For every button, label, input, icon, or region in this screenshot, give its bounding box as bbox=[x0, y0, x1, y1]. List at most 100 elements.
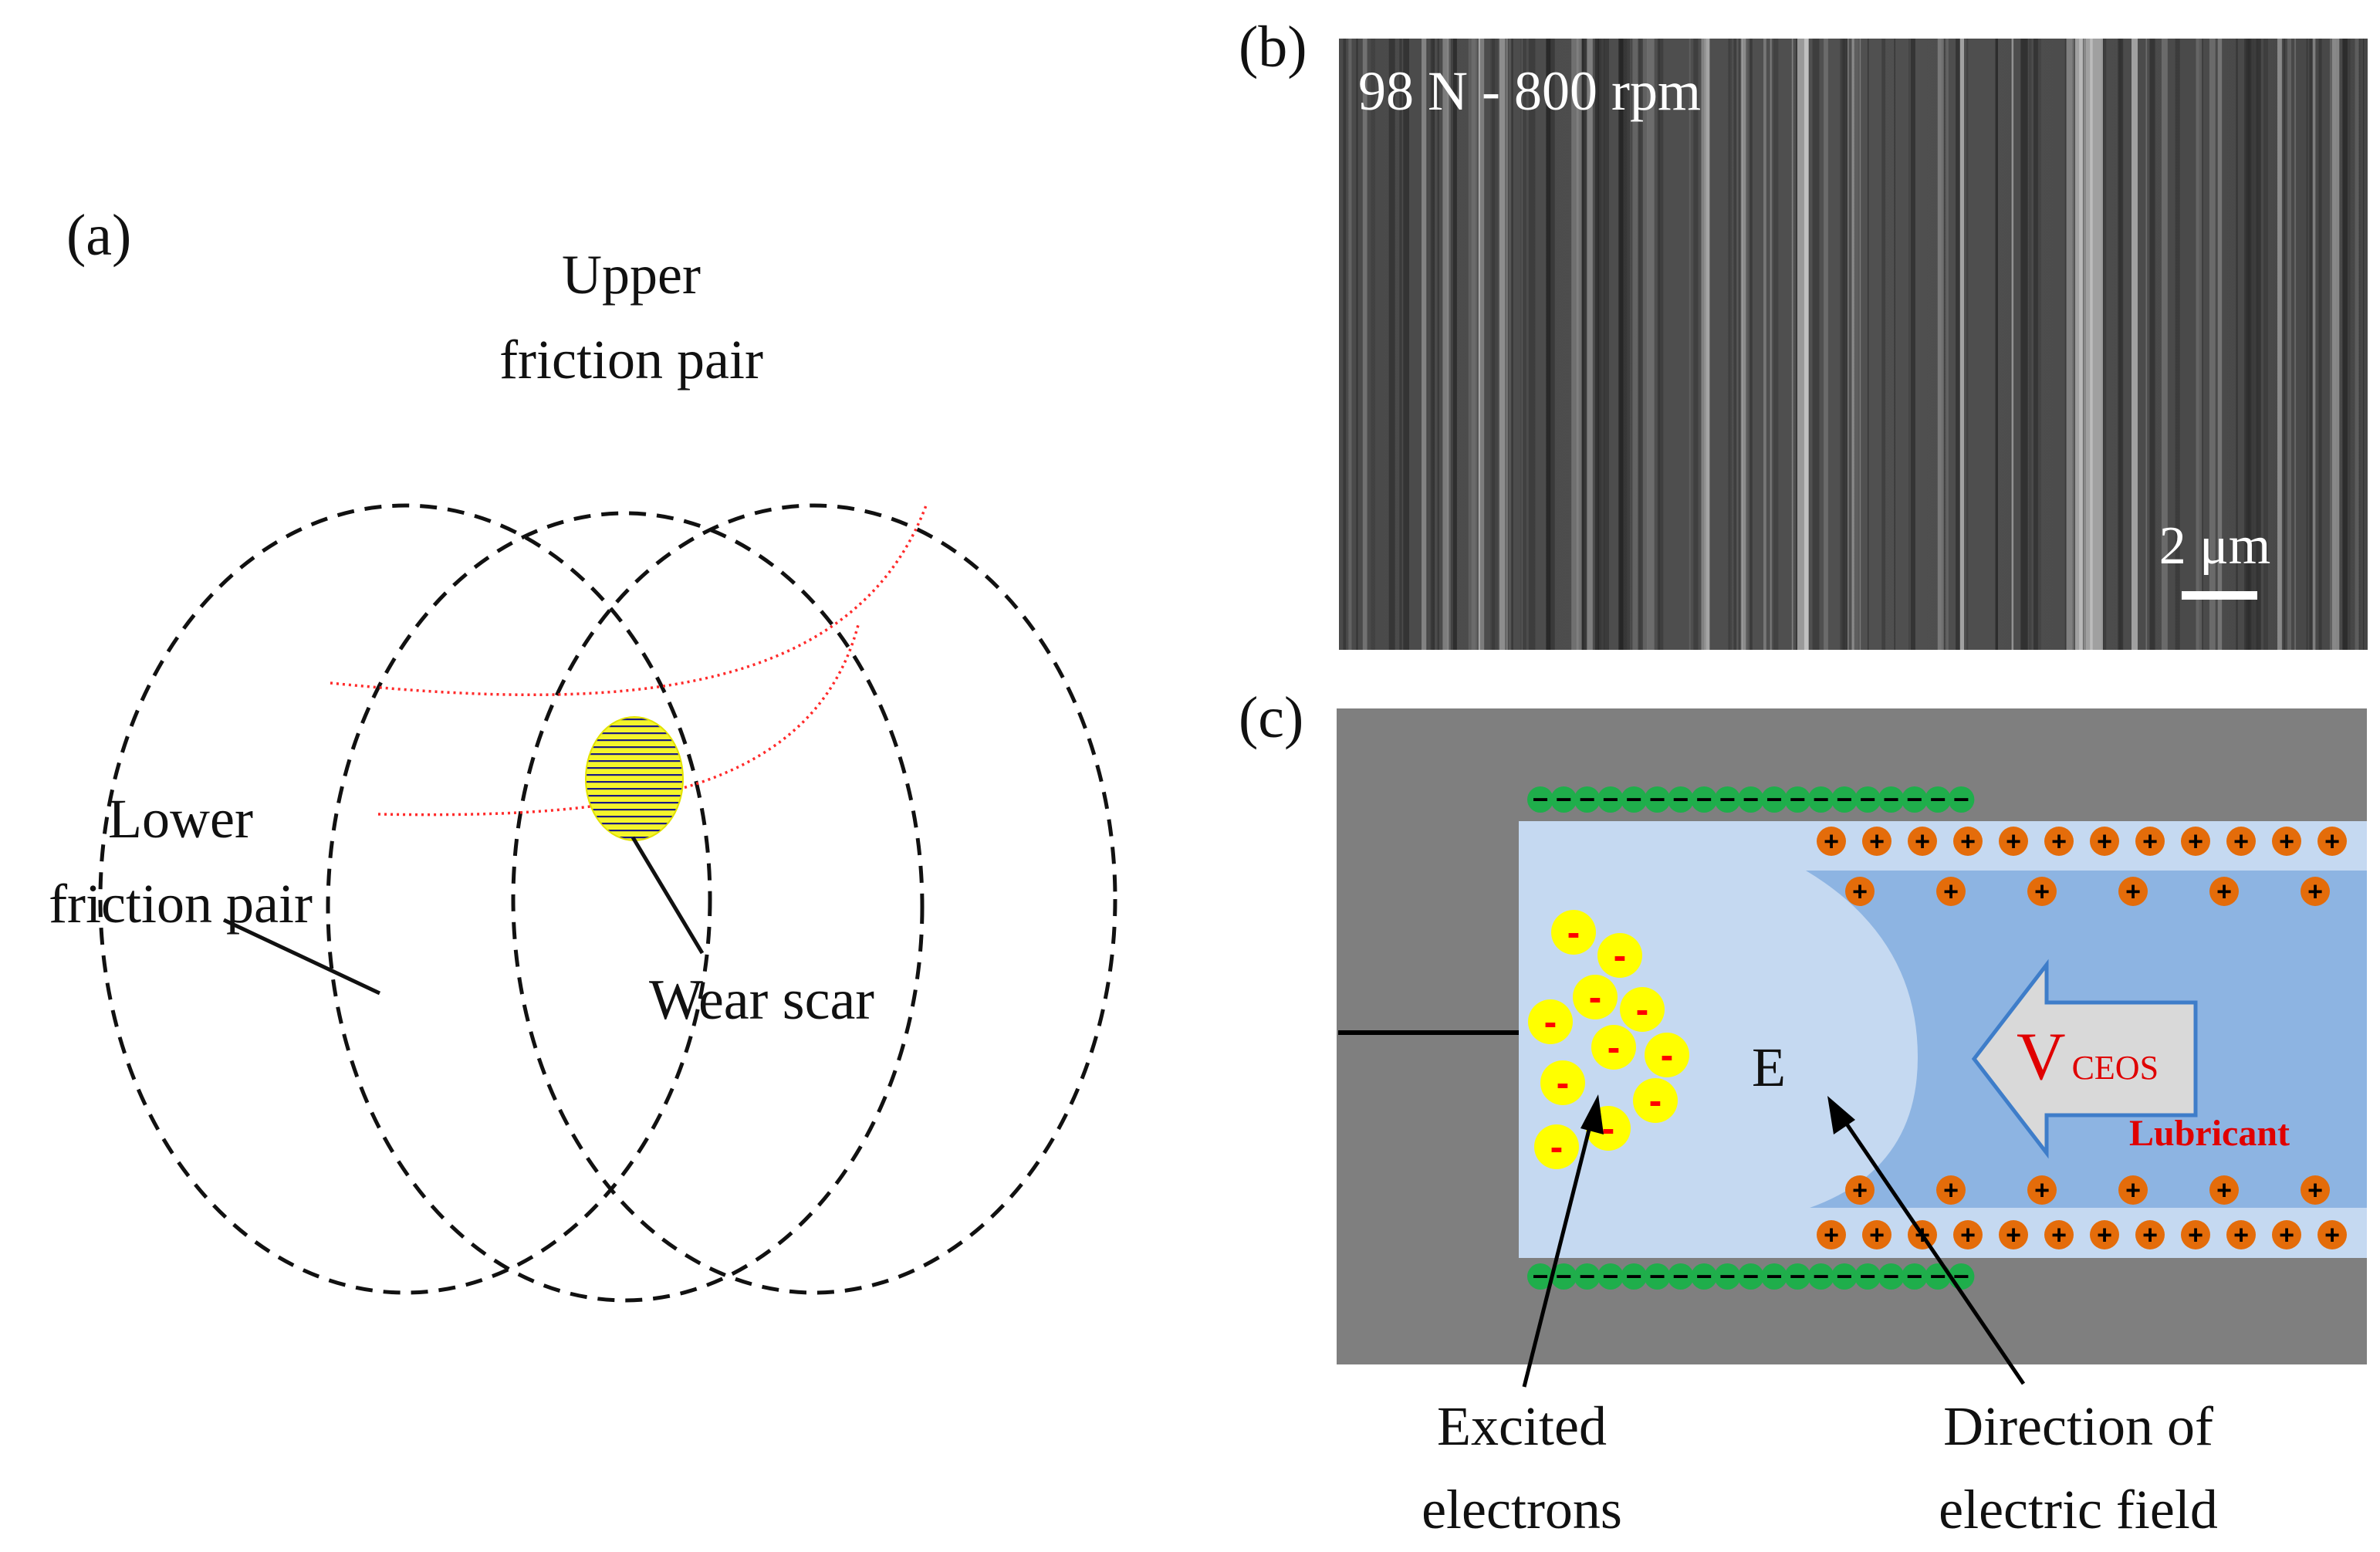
negative-charge: − bbox=[1644, 1260, 1671, 1292]
sem-groove bbox=[2196, 39, 2203, 650]
sem-groove bbox=[2217, 39, 2223, 650]
panel-c-mechanism-diagram: (c) −−−−−−−−−−−−−−−−−−− −−−−−−−−−−−−−−−−… bbox=[1239, 685, 2367, 1540]
negative-charge: − bbox=[1761, 783, 1787, 815]
positive-charge: + bbox=[1936, 1175, 1966, 1205]
excited-electron: - bbox=[1620, 987, 1665, 1032]
sem-groove bbox=[1550, 39, 1555, 650]
positive-charge: + bbox=[2027, 877, 2057, 907]
negative-charge-sign: − bbox=[1556, 783, 1572, 815]
positive-charge-sign: + bbox=[2233, 1221, 2249, 1250]
sem-groove bbox=[2363, 39, 2365, 650]
sem-groove bbox=[1598, 39, 1605, 650]
sem-groove bbox=[1941, 39, 1947, 650]
sem-groove bbox=[2263, 39, 2268, 650]
negative-charge-sign: − bbox=[1860, 783, 1876, 815]
sem-groove bbox=[1546, 39, 1551, 650]
sem-groove bbox=[2145, 39, 2150, 650]
sem-groove bbox=[2147, 39, 2155, 650]
negative-charge-sign: − bbox=[1649, 1260, 1665, 1292]
sem-groove bbox=[2283, 39, 2286, 650]
positive-charge: + bbox=[1817, 1220, 1846, 1250]
negative-charge-sign: − bbox=[1696, 1260, 1712, 1292]
negative-charge: − bbox=[1621, 783, 1648, 815]
sem-groove bbox=[1343, 39, 1347, 650]
sem-bright-groove bbox=[2075, 39, 2083, 650]
positive-charge-sign: + bbox=[2034, 1176, 2050, 1205]
positive-charge: + bbox=[1999, 827, 2028, 857]
negative-charge-sign: − bbox=[1696, 783, 1712, 815]
sem-groove bbox=[1746, 39, 1753, 650]
panel-c-label: (c) bbox=[1239, 685, 1303, 750]
sem-groove bbox=[1521, 39, 1523, 650]
sem-groove bbox=[1587, 39, 1593, 650]
positive-charge-sign: + bbox=[2097, 827, 2112, 857]
negative-charge-sign: − bbox=[1790, 783, 1806, 815]
sem-groove bbox=[1403, 39, 1409, 650]
positive-charge-sign: + bbox=[1824, 1221, 1839, 1250]
excited-electron-sign: - bbox=[1636, 988, 1649, 1031]
negative-charge: − bbox=[1574, 783, 1601, 815]
positive-charge-sign: + bbox=[2034, 877, 2050, 907]
negative-charges-bottom-row: −−−−−−−−−−−−−−−−−−− bbox=[1527, 1260, 1975, 1292]
excited-electron-sign: - bbox=[1557, 1061, 1570, 1104]
sem-groove bbox=[2064, 39, 2066, 650]
negative-charge: − bbox=[1550, 1260, 1577, 1292]
positive-charge-sign: + bbox=[1852, 877, 1868, 907]
sem-groove bbox=[2355, 39, 2359, 650]
positive-charge: + bbox=[2317, 1220, 2347, 1250]
excited-electron: - bbox=[1597, 933, 1642, 978]
upper-friction-pair-label-line2: friction pair bbox=[499, 329, 763, 391]
sem-groove bbox=[2332, 39, 2340, 650]
velocity-main: V bbox=[2017, 1019, 2066, 1094]
negative-charge: − bbox=[1667, 783, 1694, 815]
sem-groove bbox=[2247, 39, 2252, 650]
negative-charge: − bbox=[1644, 783, 1671, 815]
sem-groove bbox=[2199, 39, 2203, 650]
sem-groove bbox=[1471, 39, 1478, 650]
positive-charge: + bbox=[1936, 877, 1966, 907]
sem-groove bbox=[1824, 39, 1828, 650]
sem-groove bbox=[1490, 39, 1498, 650]
sem-groove bbox=[1442, 39, 1449, 650]
sem-bright-groove bbox=[1960, 39, 1964, 650]
sem-groove bbox=[1520, 39, 1526, 650]
negative-charge-sign: − bbox=[1813, 1260, 1829, 1292]
sem-groove bbox=[1995, 39, 1998, 650]
sem-groove bbox=[1851, 39, 1859, 650]
sem-groove bbox=[1478, 39, 1480, 650]
sem-groove bbox=[1604, 39, 1609, 650]
negative-charge: − bbox=[1901, 1260, 1928, 1292]
excited-electron: - bbox=[1534, 1124, 1579, 1169]
positive-charge-sign: + bbox=[1943, 877, 1959, 907]
sem-groove bbox=[2348, 39, 2351, 650]
sem-groove bbox=[1422, 39, 1427, 650]
sem-groove bbox=[1770, 39, 1772, 650]
positive-charges-bottom: ++++++++++++++++++ bbox=[1817, 1175, 2347, 1250]
upper-friction-pair-label-line1: Upper bbox=[562, 244, 701, 306]
positive-charge: + bbox=[2226, 827, 2256, 857]
sem-groove bbox=[1449, 39, 1452, 650]
negative-charge-sign: − bbox=[1556, 1260, 1572, 1292]
sem-groove bbox=[1492, 39, 1495, 650]
negative-charge: − bbox=[1621, 1260, 1648, 1292]
sem-groove bbox=[2083, 39, 2086, 650]
excited-electron-sign: - bbox=[1589, 975, 1602, 1019]
sem-groove bbox=[1693, 39, 1699, 650]
sem-groove bbox=[2312, 39, 2316, 650]
negative-charge-sign: − bbox=[1626, 783, 1642, 815]
positive-charge: + bbox=[2209, 1175, 2239, 1205]
sem-groove bbox=[2066, 39, 2073, 650]
negative-charge-sign: − bbox=[1766, 783, 1782, 815]
excited-electron: - bbox=[1551, 910, 1596, 955]
sem-groove bbox=[2355, 39, 2361, 650]
sem-groove bbox=[1945, 39, 1949, 650]
positive-charge-sign: + bbox=[2216, 1176, 2232, 1205]
sem-groove bbox=[1388, 39, 1395, 650]
positive-charge: + bbox=[1845, 877, 1875, 907]
negative-charge: − bbox=[1878, 1260, 1905, 1292]
sem-groove bbox=[1908, 39, 1910, 650]
sem-groove bbox=[1505, 39, 1507, 650]
positive-charge: + bbox=[2118, 877, 2148, 907]
sem-groove bbox=[1579, 39, 1586, 650]
positive-charge-sign: + bbox=[1869, 1221, 1885, 1250]
